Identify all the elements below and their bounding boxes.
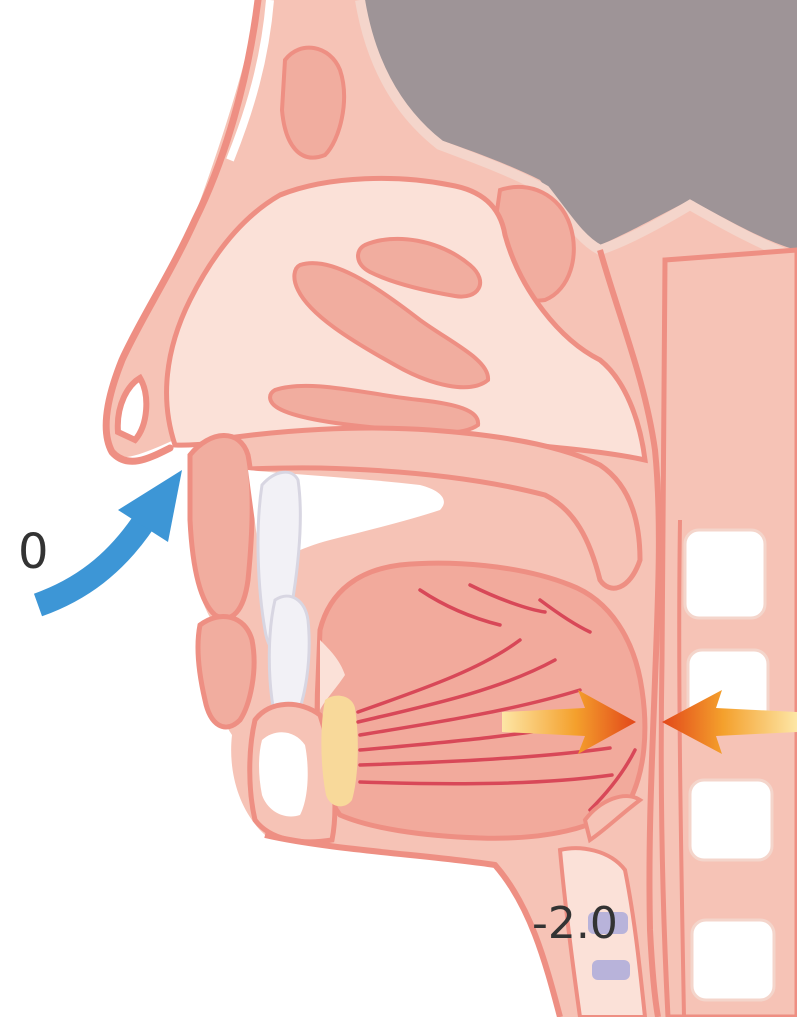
frontal-bone [282, 48, 344, 158]
lower-lip [198, 617, 254, 727]
vertebra [692, 920, 774, 1000]
trachea-ring [592, 960, 630, 980]
genial-tubercle [321, 696, 357, 807]
airway-pressure-label: -2.0 [532, 902, 618, 946]
vertebra [690, 780, 772, 860]
atmospheric-pressure-label: 0 [18, 528, 49, 576]
vertebra [685, 530, 765, 618]
upper-lip [190, 435, 252, 618]
